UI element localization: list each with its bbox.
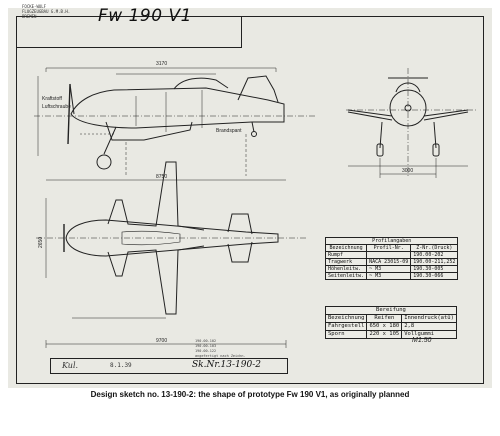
sketch-date: 8.1.39 (110, 362, 132, 369)
signature: Kul. (62, 361, 79, 370)
prop-label: Luftschraube (42, 104, 71, 110)
front-view (346, 68, 476, 178)
tire-table-header: Bereifung (325, 306, 457, 315)
fuel-label: Kraftstoff (42, 96, 63, 102)
column-header: Reifen (366, 314, 403, 323)
table-cell: 190.00-202 (410, 251, 459, 259)
drawing-frame (16, 16, 484, 384)
plan-width-label: 2650 (38, 237, 44, 248)
table-cell: Tragwerk (324, 258, 368, 266)
side-span-label: 3170 (156, 61, 167, 67)
table-cell: Höhenleitw. (324, 265, 368, 273)
company-line: FOCKE-WULF (22, 4, 47, 9)
table-row: Fahrgestell 650 x 180 2,8 (324, 322, 457, 331)
company-line: FLUGZEUGBAU G.M.B.H. (22, 9, 71, 14)
stamp-line: 190.00-122 (195, 349, 217, 353)
table-cell: ~ M3 (366, 272, 412, 280)
table-cell: NACA 23015-09 (366, 258, 412, 266)
aircraft-drawing: 3170 8750 Kraftstoff Luftschraube Brands… (34, 61, 476, 348)
plan-view (36, 161, 306, 348)
tire-table: Bereifung Bezeichnung Reifen Innendruck(… (324, 306, 457, 339)
scale-label: M1:50 (412, 337, 432, 344)
table-cell: Fahrgestell (324, 322, 368, 331)
company-name: FOCKE-WULF FLUGZEUGBAU G.M.B.H. BREMEN (22, 4, 78, 19)
plan-span-label: 9700 (156, 338, 167, 344)
stamp-line: 190.00-102 (195, 339, 217, 343)
side-view (34, 67, 316, 181)
drawing-title: Fw 190 V1 (98, 6, 192, 26)
profile-table: Profilangaben Bezeichnung Profil-Nr. Z-N… (324, 237, 459, 280)
figure-caption: Design sketch no. 13-190-2: the shape of… (90, 390, 410, 399)
table-cell: Rumpf (324, 251, 368, 259)
profile-table-header: Profilangaben (324, 237, 459, 245)
table-row: Höhenleitw. ~ M3 190.30-005 (324, 265, 459, 273)
reference-stamp: 190.00-102 190.00-103 190.00-122 angefer… (195, 339, 255, 359)
table-row: Tragwerk NACA 23015-09 190.00-211,252 (324, 258, 459, 266)
table-row: Sporn 220 x 105 Vollgummi (324, 330, 457, 339)
track-label: 3000 (402, 168, 413, 174)
column-header: Bezeichnung (324, 244, 368, 252)
column-header: Z-Nr.(Druck) (410, 244, 459, 252)
tank-label: Brandspant (216, 128, 242, 134)
title-block (16, 16, 242, 48)
column-header: Profil-Nr. (366, 244, 412, 252)
table-row: Seitenleitw. ~ M3 190.30-066 (324, 272, 459, 280)
side-length-label: 8750 (156, 174, 167, 180)
table-cell: Sporn (324, 330, 368, 339)
table-cell: Vollgummi (401, 330, 457, 339)
table-cell (366, 251, 412, 259)
stamp-line: angefertigt nach Zeichn. (195, 354, 246, 358)
sketch-number-box (50, 358, 288, 374)
sketch-number: Sk.Nr.13-190-2 (192, 360, 261, 370)
company-line: BREMEN (22, 14, 37, 19)
stamp-line: 190.00-103 (195, 344, 217, 348)
column-header: Innendruck(atü) (401, 314, 457, 323)
table-cell: Seitenleitw. (324, 272, 368, 280)
table-row: Rumpf 190.00-202 (324, 251, 459, 259)
table-cell: 2,8 (401, 322, 457, 331)
table-cell: 220 x 105 (366, 330, 403, 339)
table-cell: 650 x 180 (366, 322, 403, 331)
column-header: Bezeichnung (324, 314, 368, 323)
table-cell: 190.30-005 (410, 265, 459, 273)
table-cell: 190.00-211,252 (410, 258, 459, 266)
table-cell: ~ M3 (366, 265, 412, 273)
table-cell: 190.30-066 (410, 272, 459, 280)
